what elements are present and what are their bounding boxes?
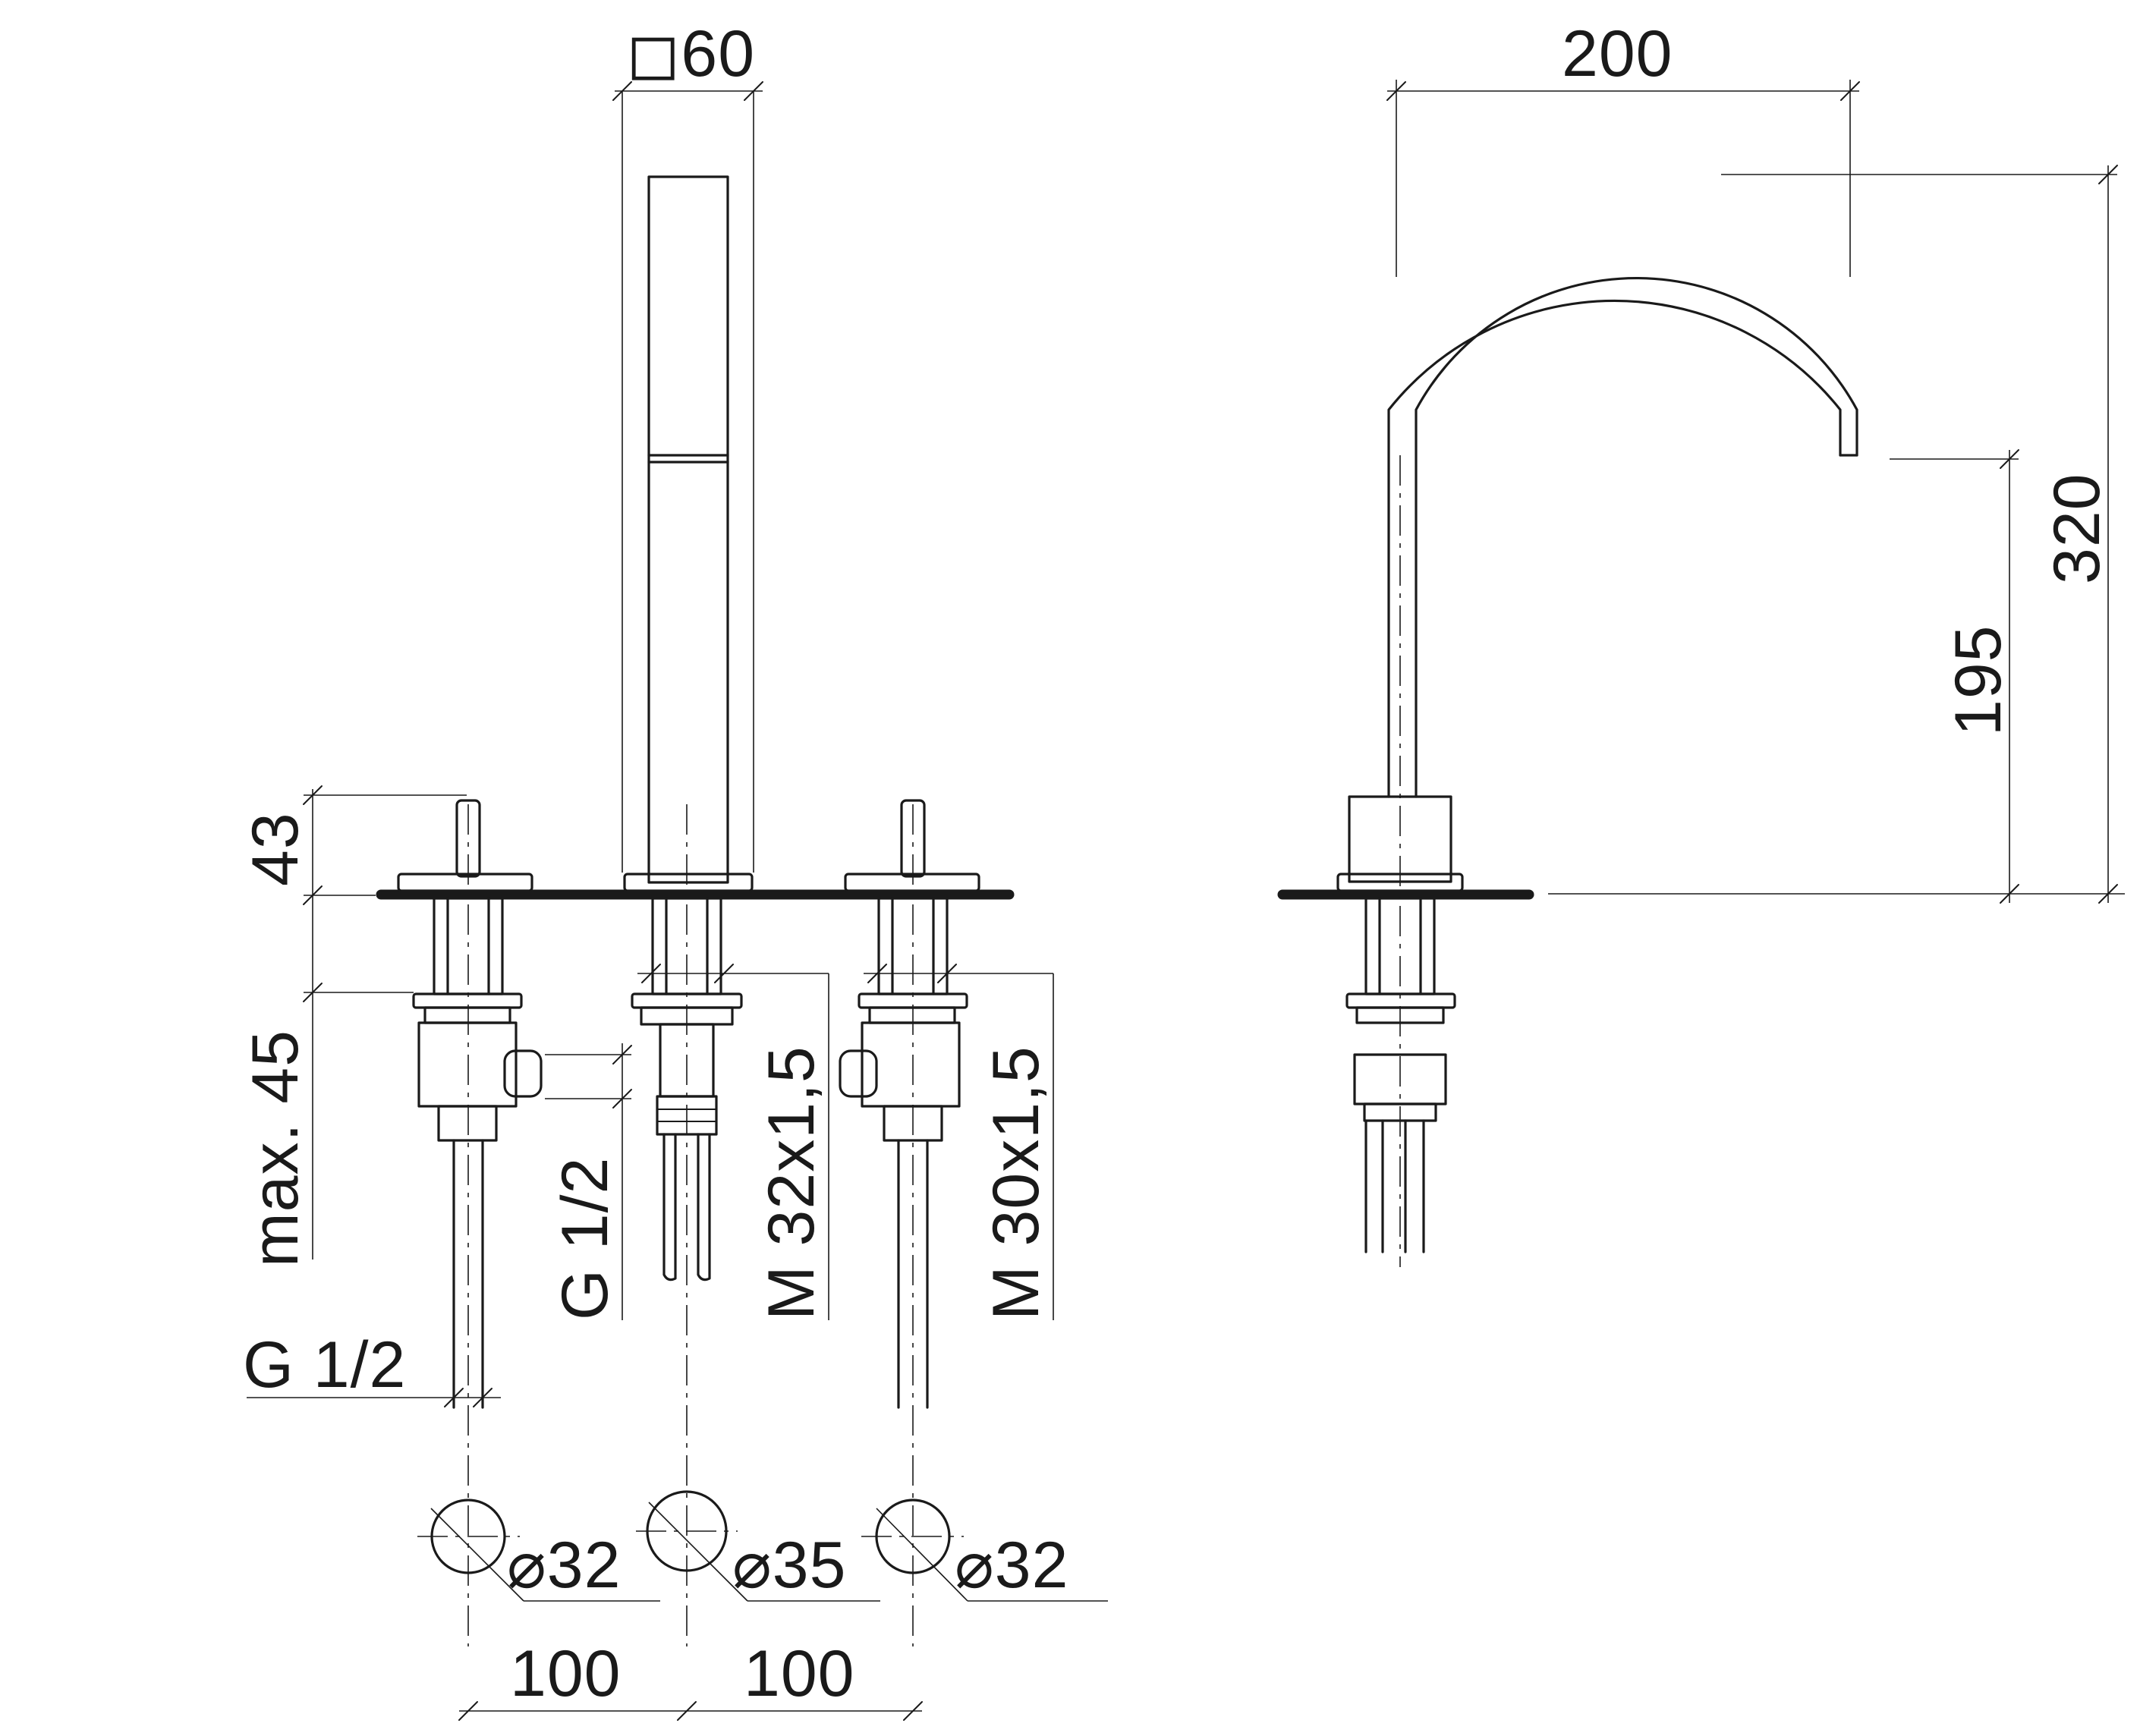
dim-dia-32-right: ⌀32 bbox=[955, 1529, 1068, 1602]
front-dimensions: ◻60 43 max. 45 G 1/2 G 1/2 M 32x1,5 bbox=[239, 17, 1108, 1721]
dim-dia-32-left: ⌀32 bbox=[507, 1529, 621, 1602]
side-dimensions: 200 320 195 bbox=[1386, 17, 2125, 904]
thread-m32: M 32x1,5 bbox=[755, 1046, 828, 1320]
dim-square-60: ◻60 bbox=[626, 17, 755, 90]
spout-column bbox=[623, 175, 754, 892]
side-view bbox=[1277, 277, 1858, 1267]
dim-43: 43 bbox=[239, 812, 312, 886]
dim-dia-35: ⌀35 bbox=[732, 1529, 846, 1602]
dim-195: 195 bbox=[1942, 625, 2015, 737]
dim-max-45: max. 45 bbox=[239, 1030, 312, 1267]
front-view bbox=[376, 175, 1015, 1646]
thread-m30: M 30x1,5 bbox=[980, 1046, 1053, 1320]
thread-g12-horizontal: G 1/2 bbox=[243, 1329, 406, 1401]
right-handle-valve bbox=[839, 799, 980, 1409]
gooseneck-spout bbox=[1387, 299, 1842, 798]
dim-200: 200 bbox=[1562, 17, 1673, 90]
thread-g12-vertical: G 1/2 bbox=[549, 1157, 622, 1320]
middle-supply bbox=[631, 897, 743, 1282]
dim-320: 320 bbox=[2041, 473, 2113, 585]
left-handle-valve bbox=[397, 799, 543, 1409]
dim-100-right: 100 bbox=[744, 1637, 855, 1710]
dim-100-left: 100 bbox=[510, 1637, 622, 1710]
